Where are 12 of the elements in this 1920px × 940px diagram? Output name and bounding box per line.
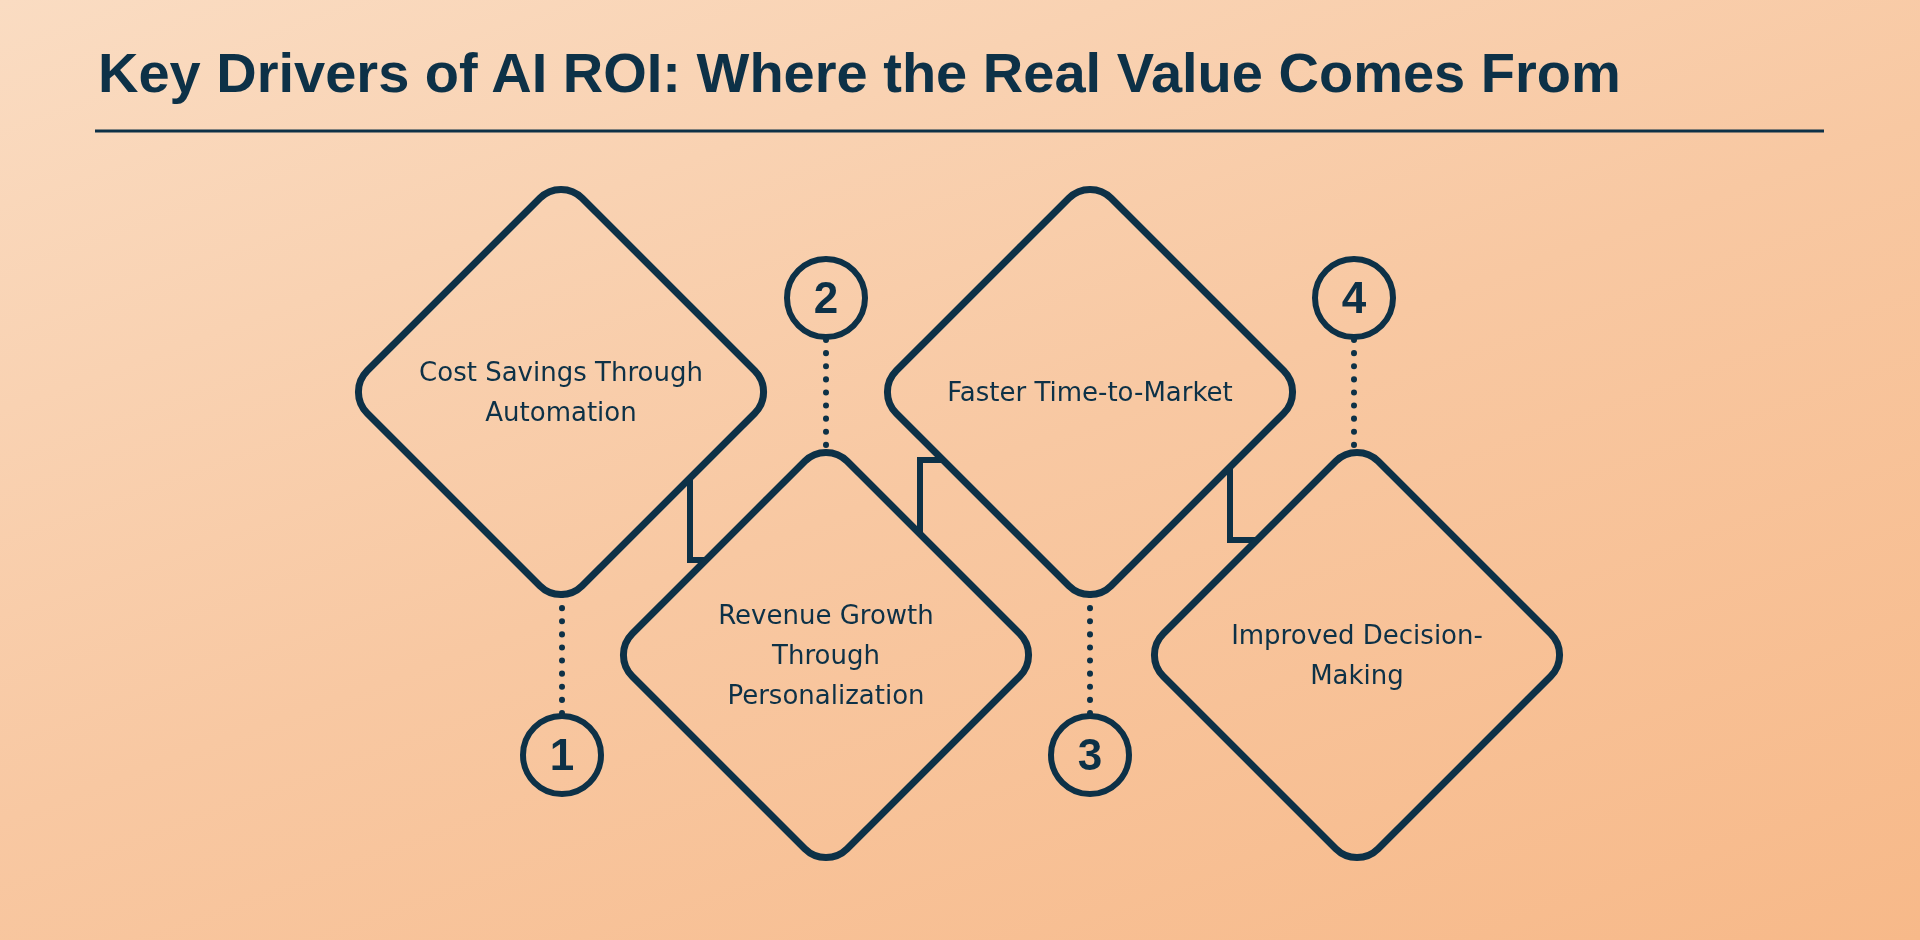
driver-label: Revenue Growth Through Personalization <box>717 599 935 712</box>
diagram-title: Key Drivers of AI ROI: Where the Real Value Comes From <box>98 40 1621 106</box>
step-connector <box>1227 467 1257 543</box>
step-connector <box>687 478 706 563</box>
step-connector <box>917 457 943 534</box>
step-number: 2 <box>784 256 868 340</box>
driver-label: Cost Savings Through Automation <box>418 356 704 429</box>
driver-label: Improved Decision-Making <box>1230 619 1484 692</box>
step-number: 4 <box>1312 256 1396 340</box>
step-number: 1 <box>520 713 604 797</box>
driver-label: Faster Time-to-Market <box>946 376 1234 409</box>
step-number: 3 <box>1048 713 1132 797</box>
